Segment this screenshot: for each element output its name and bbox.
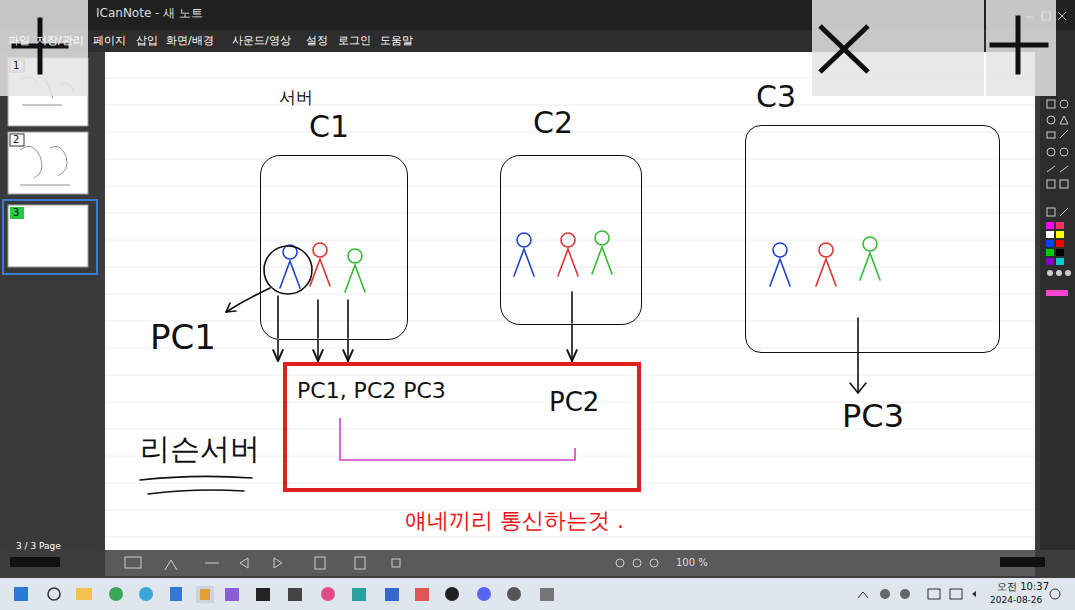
stick-figure [345, 249, 365, 292]
figure-body [280, 261, 300, 288]
figure-body [860, 253, 880, 280]
menu-text: 삽입 [136, 35, 158, 48]
menu-text: 도움말 [380, 35, 413, 48]
scroll-mark [1000, 557, 1045, 567]
figure-line [278, 296, 348, 338]
bottom-tool-icons [125, 557, 658, 570]
stick-figure [770, 243, 790, 286]
menu-text: 파일 [8, 35, 30, 48]
figure-head [348, 249, 362, 263]
arrow-connector [317, 340, 319, 361]
status-text: 2024-08-26 [990, 595, 1042, 605]
tool-icons [1047, 100, 1068, 216]
menu-text: 화면/배경 [166, 35, 214, 48]
link-line [340, 418, 575, 460]
stick-figure [280, 245, 300, 288]
handwritten-note: PC3 [842, 398, 904, 435]
figure-line [571, 292, 573, 323]
page-number-tag [10, 134, 24, 146]
status-text: 100 % [676, 557, 708, 569]
status-text: 3 / 3 Page [16, 541, 61, 551]
page-number: 3 [13, 207, 19, 219]
tool-panel [1040, 52, 1075, 550]
stick-figure [860, 237, 880, 280]
figure-head [819, 243, 833, 257]
leader-line [226, 288, 270, 312]
node-label: PC2 [549, 388, 599, 418]
menu-text: 설정 [306, 35, 328, 48]
status-text: 오전 10:37 [997, 581, 1049, 593]
note-canvas [105, 52, 1035, 550]
client-box: C3 [745, 125, 1000, 353]
node-label: 서버 [279, 88, 313, 108]
handwritten-note: PC1 [150, 318, 216, 357]
taskbar-icons [14, 586, 1060, 603]
leader-line [857, 318, 859, 392]
figure-head [773, 243, 787, 257]
page-thumbnail [8, 132, 88, 194]
leader-head [226, 303, 236, 312]
node-label: C2 [533, 106, 573, 141]
hand-strokes [140, 246, 866, 494]
leader-head [850, 383, 866, 393]
menu-text: ICanNote - 새 노트 [96, 7, 203, 21]
stick-figure [514, 233, 534, 276]
page-thumbnail [8, 205, 88, 267]
menu-text: 저장/관리 [36, 35, 84, 48]
figure-head [517, 233, 531, 247]
figure-body [345, 265, 365, 292]
page-number: 2 [13, 134, 19, 146]
highlight-box: PC1, PC2 PC3 PC2 [283, 362, 641, 492]
figure-body [816, 259, 836, 286]
page-number: 1 [13, 60, 19, 72]
menu-text: 로그인 [338, 35, 371, 48]
arrow-connector [571, 325, 573, 361]
figure-body [592, 247, 612, 274]
figure-body [770, 259, 790, 286]
page-number-tag [10, 207, 24, 219]
figure-body [514, 249, 534, 276]
ruled-lines [105, 78, 1035, 537]
figure-body [558, 249, 578, 276]
page-panel [0, 52, 100, 550]
arrow-connector [277, 340, 279, 361]
client-box: C2 [500, 155, 642, 325]
arrow-connector [347, 340, 349, 361]
figure-head [313, 243, 327, 257]
figure-body [310, 259, 330, 286]
selected-frame [3, 200, 97, 274]
bottom-toolbar [105, 550, 1035, 576]
handwritten-note: 리슨서버 [140, 432, 260, 467]
underline-stroke [148, 490, 244, 494]
circle-mark [264, 246, 312, 294]
stick-figures [280, 231, 880, 292]
taskbar [0, 578, 1075, 610]
node-label: C1 [309, 110, 349, 145]
stick-figure [310, 243, 330, 286]
node-label: PC1, PC2 PC3 [297, 378, 446, 403]
figure-head [863, 237, 877, 251]
scroll-mark [10, 557, 60, 567]
underline-stroke [140, 476, 252, 480]
client-box: 서버C1 [260, 155, 408, 340]
overlay-buttons [0, 0, 1056, 96]
node-label: C3 [756, 80, 796, 115]
figure-head [595, 231, 609, 245]
stick-figure [558, 233, 578, 276]
menu-text: 페이지 [93, 35, 126, 48]
stick-figure [592, 231, 612, 274]
stick-figure [816, 243, 836, 286]
menu-text: 사운드/영상 [232, 35, 291, 48]
handwritten-note: 얘네끼리 통신하는것 . [405, 508, 624, 533]
figure-head [561, 233, 575, 247]
color-palette [1046, 222, 1071, 296]
